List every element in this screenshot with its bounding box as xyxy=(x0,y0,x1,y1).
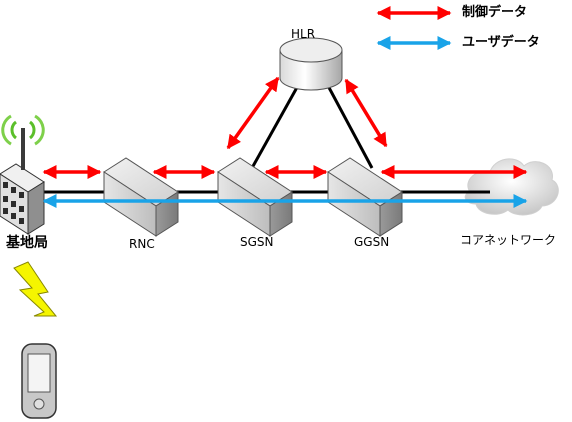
legend-user-label: ユーザデータ xyxy=(462,35,540,50)
control-data-arrows xyxy=(42,76,528,179)
server-box-icon xyxy=(103,157,179,237)
radio-tower-icon xyxy=(1,114,45,170)
database-cylinder-icon xyxy=(279,37,343,91)
legend-control-label: 制御データ xyxy=(462,5,528,20)
server-box-icon xyxy=(327,157,403,237)
base-station-label: 基地局 xyxy=(6,235,48,251)
server-box-icon xyxy=(217,157,293,237)
rnc-label: RNC xyxy=(129,237,155,251)
ggsn-label: GGSN xyxy=(354,235,390,249)
base-station-building-icon xyxy=(0,163,45,235)
core-network-label: コアネットワーク xyxy=(460,233,557,247)
hlr-label: HLR xyxy=(291,27,316,41)
mobile-phone-icon xyxy=(21,343,57,419)
radio-link-lightning-icon xyxy=(13,261,58,317)
sgsn-label: SGSN xyxy=(240,235,274,249)
cloud-icon xyxy=(464,158,559,216)
